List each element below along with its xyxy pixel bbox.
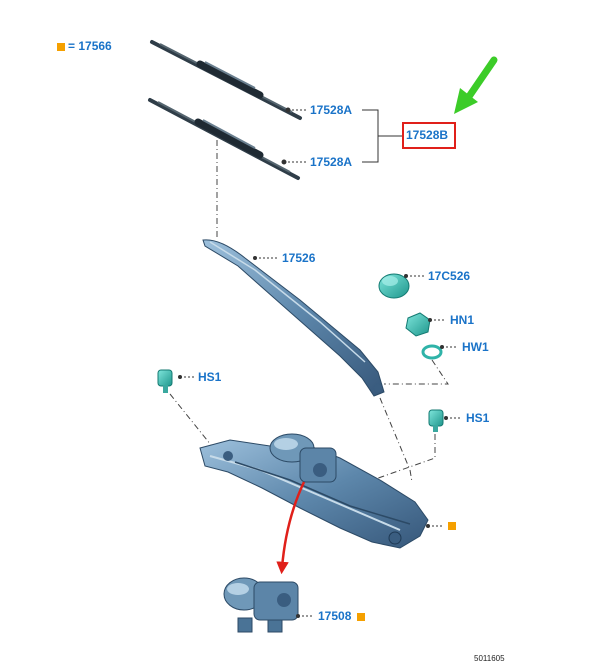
highlight-box (402, 122, 456, 149)
linkage-symbol (448, 522, 456, 530)
label-blade-kit: 17528B (406, 128, 449, 142)
label-arm: 17526 (282, 251, 316, 265)
wiper-arm (202, 239, 385, 397)
label-washer: HW1 (462, 340, 489, 354)
label-cap: 17C526 (428, 269, 471, 283)
wiper-blade-lower (148, 98, 300, 180)
label-blade-upper: 17528A (310, 103, 353, 117)
label-blade-lower: 17528A (310, 155, 353, 169)
diagram-code: 5011605 (474, 654, 505, 663)
blade-leaders (281, 107, 404, 165)
cap-part (378, 273, 424, 299)
green-arrow-icon (454, 56, 498, 114)
label-screw-left: HS1 (198, 370, 222, 384)
nut-part (405, 312, 446, 337)
washer-part (421, 344, 458, 360)
red-curved-arrow-icon (276, 481, 306, 575)
wiper-motor-part (223, 577, 314, 633)
legend-text: = 17566 (68, 39, 112, 53)
arm-motor-connector (379, 397, 413, 483)
legend-symbol (57, 43, 65, 51)
label-screw-right: HS1 (466, 411, 490, 425)
wiper-linkage-assembly (199, 433, 444, 549)
screw-left-part (157, 369, 194, 393)
motor-symbol (357, 613, 365, 621)
label-motor: 17508 (318, 609, 352, 623)
label-nut: HN1 (450, 313, 475, 327)
washer-arm-connector (384, 359, 449, 385)
screw-right-part (428, 409, 462, 432)
screw-left-connector (169, 393, 216, 451)
wiper-blade-upper (150, 40, 302, 120)
